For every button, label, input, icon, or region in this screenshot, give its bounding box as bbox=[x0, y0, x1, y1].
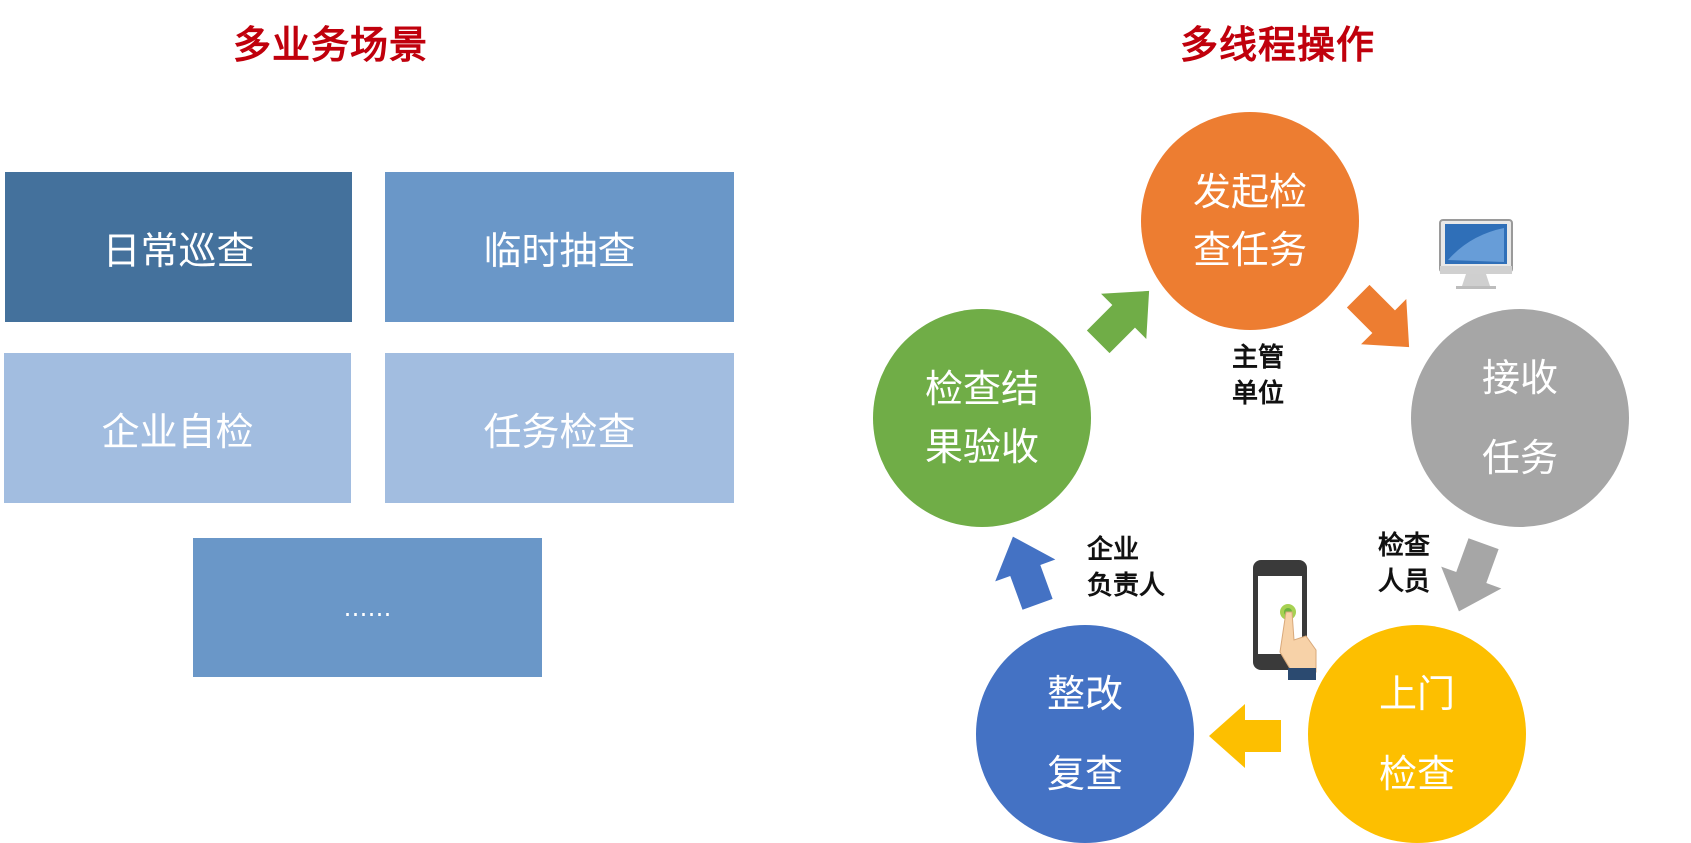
step-rectify-recheck[interactable]: 整改 复查 bbox=[976, 625, 1194, 843]
role-authority: 主管 单位 bbox=[1232, 340, 1284, 412]
tile-task-inspection[interactable]: 任务检查 bbox=[385, 353, 734, 503]
step-line: 复查 bbox=[1046, 752, 1123, 796]
role-line: 检查 bbox=[1378, 531, 1431, 561]
step-initiate-inspection[interactable]: 发起检 查任务 bbox=[1141, 112, 1359, 330]
role-line: 企业 bbox=[1087, 535, 1140, 565]
arrow-green-icon bbox=[1086, 290, 1150, 354]
tile-spot-check[interactable]: 临时抽查 bbox=[385, 172, 734, 322]
tile-label: 日常巡查 bbox=[102, 228, 255, 273]
step-line: 接收 bbox=[1481, 356, 1558, 400]
arrow-blue-icon bbox=[995, 536, 1056, 610]
arrow-orange-icon bbox=[1346, 284, 1410, 348]
role-line: 主管 bbox=[1232, 343, 1285, 373]
step-line: 查任务 bbox=[1192, 228, 1307, 272]
step-line: 检查 bbox=[1378, 752, 1455, 796]
smartphone-touch-icon bbox=[1253, 560, 1317, 680]
role-inspector: 检查 人员 bbox=[1378, 528, 1430, 600]
step-result-acceptance[interactable]: 检查结 果验收 bbox=[873, 309, 1091, 527]
monitor-icon bbox=[1439, 219, 1513, 289]
step-line: 任务 bbox=[1481, 436, 1558, 480]
role-line: 人员 bbox=[1378, 567, 1431, 597]
arrow-gray-icon bbox=[1441, 538, 1502, 612]
tile-daily-patrol[interactable]: 日常巡查 bbox=[5, 172, 352, 322]
step-line: 发起检 bbox=[1192, 170, 1307, 214]
arrow-yellow-icon bbox=[1209, 704, 1281, 768]
step-line: 整改 bbox=[1046, 672, 1123, 716]
step-onsite-inspection[interactable]: 上门 检查 bbox=[1308, 625, 1526, 843]
tile-label: …… bbox=[343, 593, 392, 622]
left-title: 多业务场景 bbox=[233, 23, 429, 67]
tile-more[interactable]: …… bbox=[193, 538, 542, 677]
tile-label: 临时抽查 bbox=[483, 228, 636, 273]
step-receive-task[interactable]: 接收 任务 bbox=[1411, 309, 1629, 527]
tile-label: 任务检查 bbox=[483, 409, 636, 454]
tile-self-inspection[interactable]: 企业自检 bbox=[4, 353, 351, 503]
role-line: 负责人 bbox=[1087, 571, 1166, 601]
step-line: 上门 bbox=[1378, 672, 1455, 716]
role-enterprise-owner: 企业 负责人 bbox=[1087, 532, 1165, 604]
tile-label: 企业自检 bbox=[101, 409, 254, 454]
step-line: 检查结 bbox=[924, 367, 1039, 411]
step-line: 果验收 bbox=[924, 425, 1039, 469]
role-line: 单位 bbox=[1232, 379, 1285, 409]
right-title: 多线程操作 bbox=[1180, 23, 1376, 67]
